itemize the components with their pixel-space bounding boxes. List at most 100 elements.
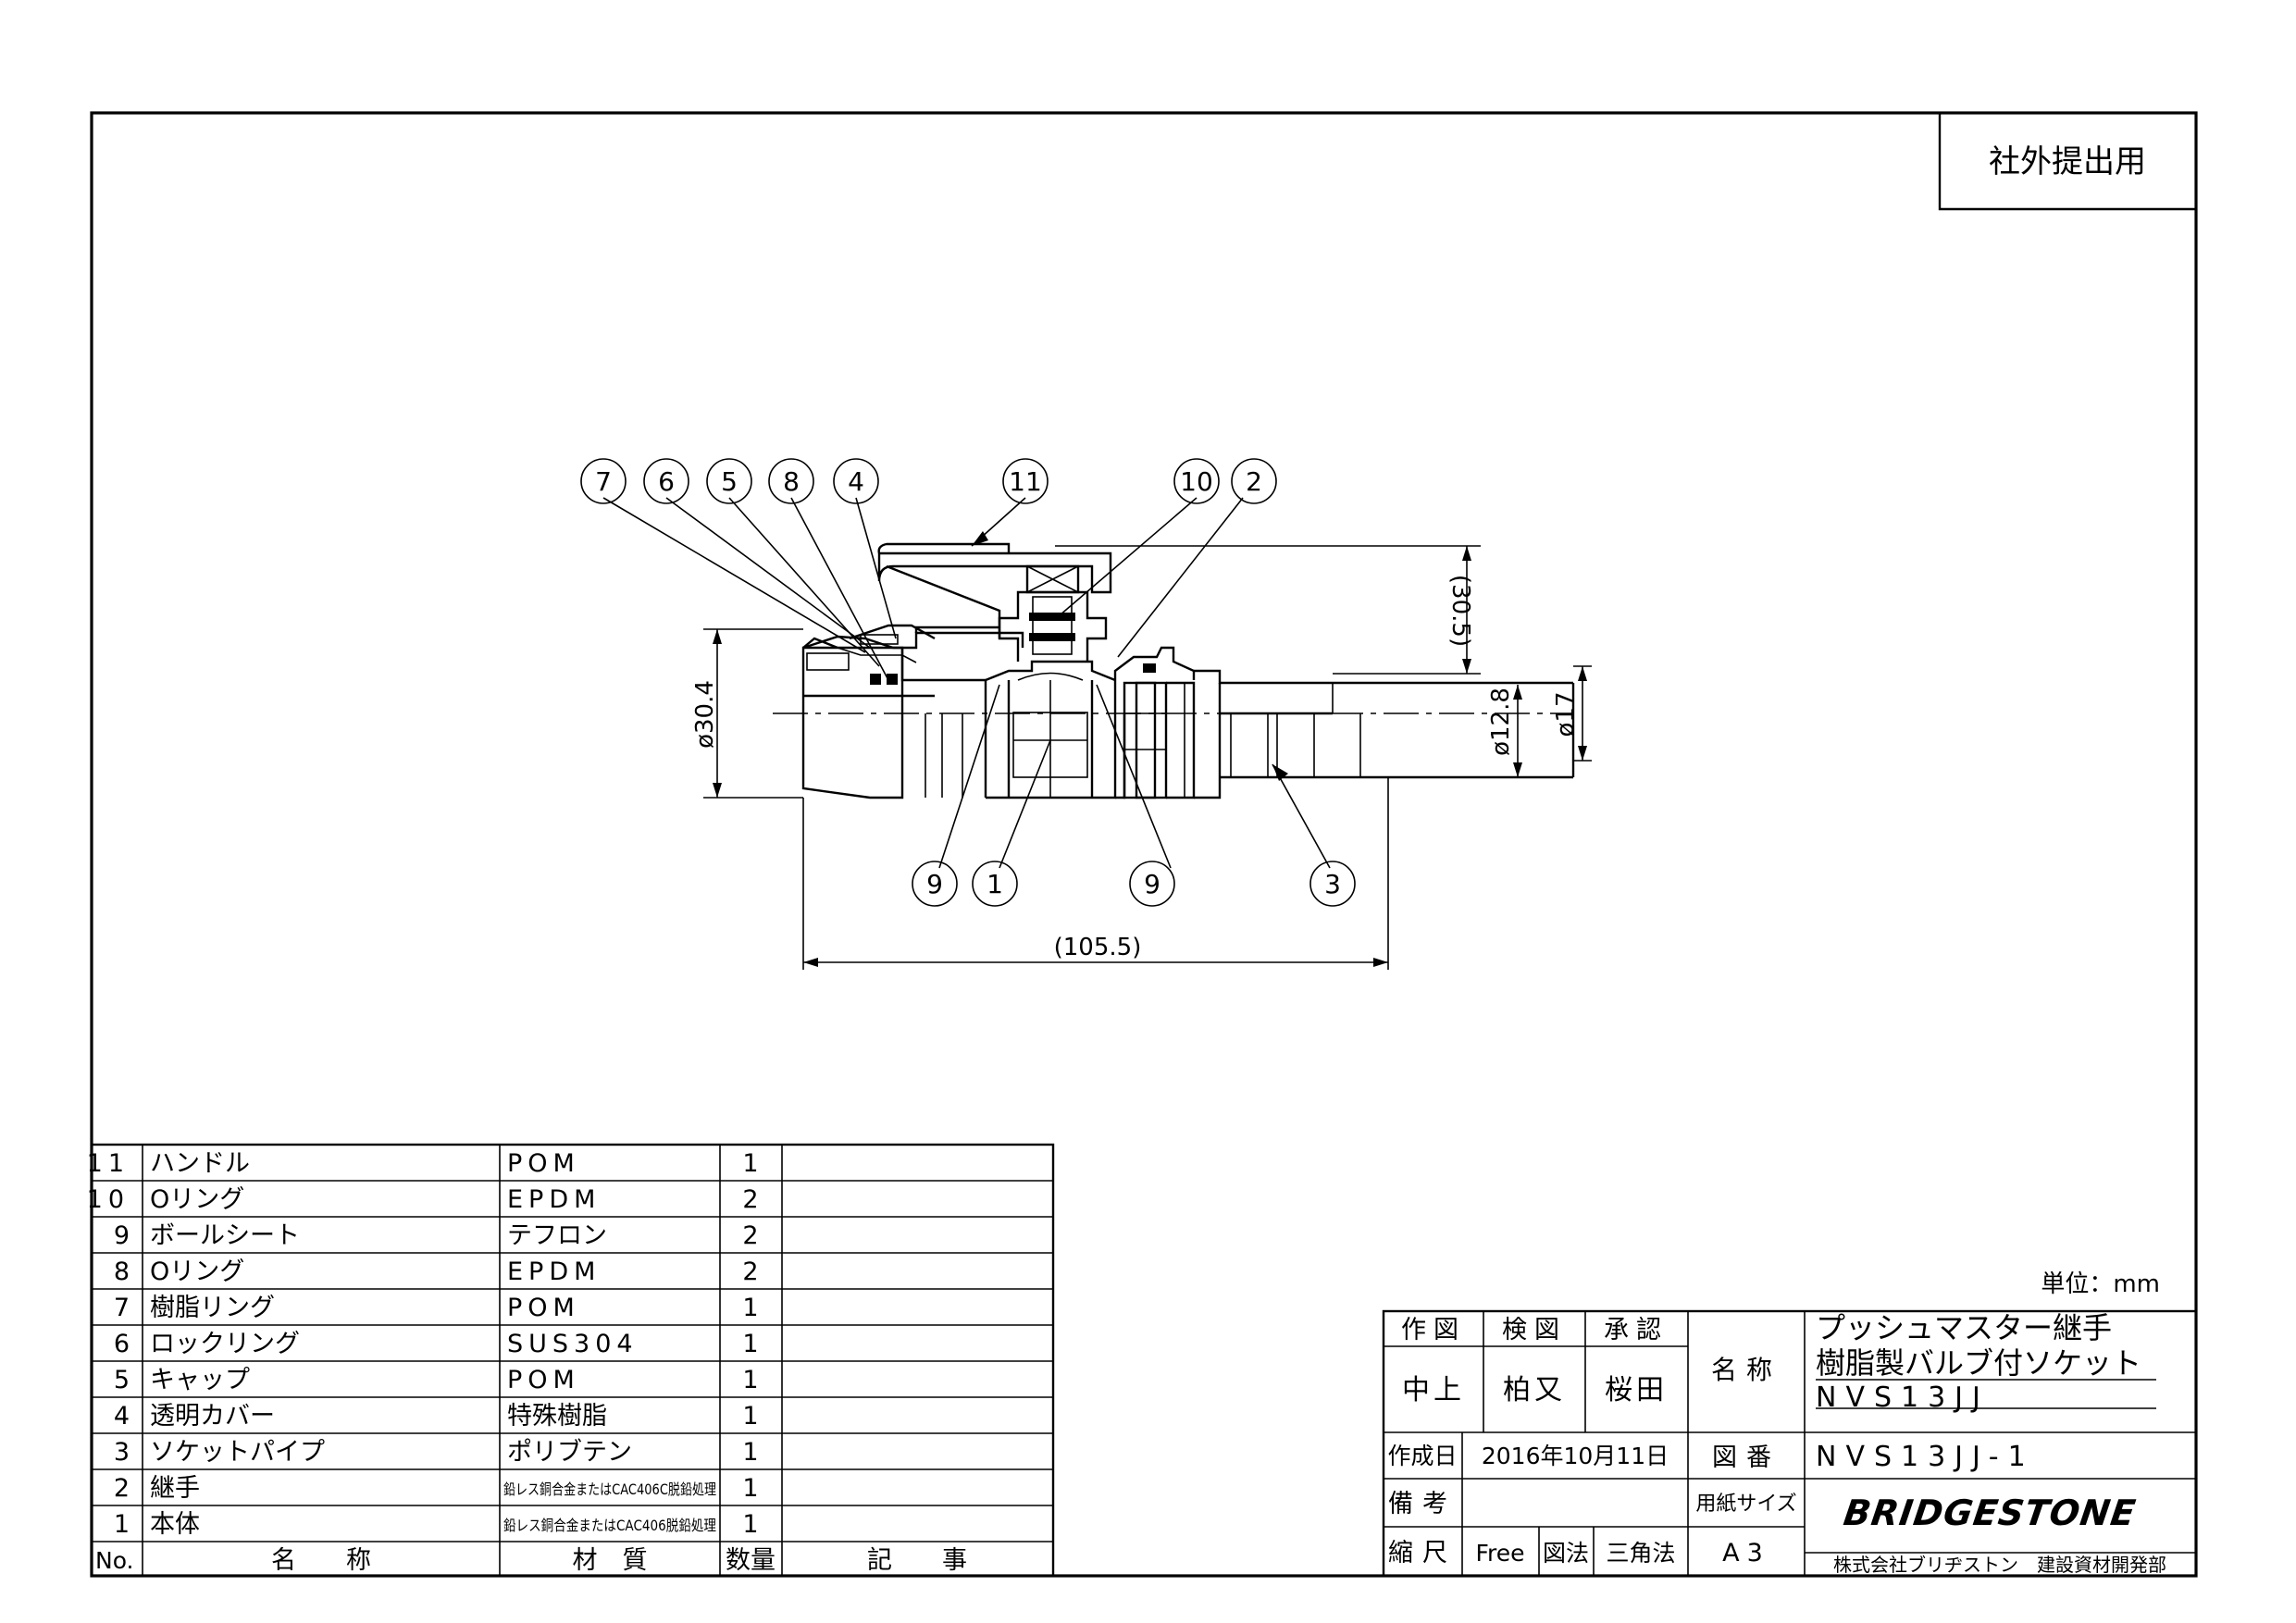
balloon: 3: [1309, 861, 1356, 907]
stamp-text: 社外提出用: [1989, 143, 2146, 180]
svg-text:EPDM: EPDM: [507, 1258, 601, 1286]
approved-stamp: 桜田: [1605, 1374, 1668, 1406]
approved-label: 承認: [1604, 1316, 1669, 1344]
svg-text:1: 1: [742, 1402, 758, 1431]
projection-label: 図法: [1543, 1540, 1589, 1567]
svg-text:1: 1: [742, 1438, 758, 1467]
projection-value: 三角法: [1606, 1540, 1675, 1567]
svg-text:4: 4: [848, 466, 864, 497]
svg-text:No.: No.: [95, 1547, 134, 1574]
dim-dia-12-8: ø12.8: [1487, 688, 1515, 756]
svg-text:11: 11: [87, 1149, 130, 1178]
svg-text:9: 9: [926, 869, 943, 899]
title-line1: プッシュマスター継手: [1816, 1310, 2112, 1345]
leader-lines: [602, 497, 1331, 869]
external-submission-stamp: 社外提出用: [1938, 113, 2196, 211]
table-row: 8 Oリング EPDM 2: [114, 1258, 759, 1286]
svg-text:5: 5: [721, 466, 738, 497]
checked-stamp: 柏又: [1503, 1374, 1566, 1406]
svg-text:2: 2: [742, 1185, 758, 1214]
svg-text:3: 3: [114, 1438, 130, 1467]
dim-dia-30-4: ø30.4: [691, 680, 719, 749]
svg-text:1: 1: [742, 1510, 758, 1539]
drawing-frame: [90, 111, 2198, 1578]
dim-dia-17: ø17: [1552, 692, 1580, 737]
svg-text:SUS304: SUS304: [507, 1330, 639, 1358]
svg-text:10: 10: [1180, 466, 1213, 497]
balloon: 4: [833, 458, 879, 504]
balloon: 7: [580, 458, 627, 504]
table-row: 9 ボールシート テフロン 2: [114, 1221, 759, 1250]
svg-text:ソケットパイプ: ソケットパイプ: [150, 1438, 325, 1467]
svg-text:本体: 本体: [150, 1510, 200, 1539]
svg-text:2: 2: [1246, 466, 1262, 497]
balloon: 1: [972, 861, 1018, 907]
unit-label: 単位：mm: [2041, 1270, 2160, 1298]
svg-text:1: 1: [742, 1330, 758, 1358]
balloon: 9: [912, 861, 958, 907]
svg-text:Oリング: Oリング: [150, 1185, 244, 1214]
svg-text:ロックリング: ロックリング: [150, 1330, 300, 1358]
svg-text:1: 1: [742, 1149, 758, 1178]
part-balloons: 7 6 5 8 4 11 10 2 9 1 9 3: [580, 458, 1356, 907]
svg-text:2: 2: [742, 1221, 758, 1250]
drawing-no-label: 図番: [1712, 1443, 1781, 1472]
svg-text:数量: 数量: [726, 1546, 776, 1575]
svg-text:透明カバー: 透明カバー: [150, 1402, 275, 1431]
svg-text:特殊樹脂: 特殊樹脂: [507, 1402, 607, 1431]
table-row: 7 樹脂リング POM 1: [114, 1294, 759, 1322]
scale-label: 縮尺: [1388, 1539, 1457, 1567]
svg-text:Oリング: Oリング: [150, 1258, 244, 1286]
paper-size-value: A3: [1722, 1539, 1770, 1567]
svg-text:6: 6: [658, 466, 675, 497]
remarks-label: 備考: [1388, 1490, 1457, 1518]
svg-text:POM: POM: [507, 1149, 580, 1178]
balloon: 9: [1129, 861, 1175, 907]
svg-text:4: 4: [114, 1402, 130, 1431]
svg-text:継手: 継手: [150, 1474, 200, 1503]
table-header: No. 名 称 材 質 数量 記 事: [95, 1546, 967, 1575]
svg-text:EPDM: EPDM: [507, 1185, 601, 1214]
svg-text:POM: POM: [507, 1366, 580, 1394]
svg-text:6: 6: [114, 1330, 130, 1358]
table-row: 10 Oリング EPDM 2: [87, 1185, 759, 1214]
paper-size-label: 用紙サイズ: [1695, 1493, 1796, 1516]
svg-text:1: 1: [742, 1474, 758, 1503]
balloon: 10: [1173, 458, 1220, 504]
svg-text:材 質: 材 質: [573, 1546, 648, 1575]
scale-value: Free: [1475, 1540, 1524, 1567]
table-row: 11 ハンドル POM 1: [87, 1149, 759, 1178]
title-line3: NVS13JJ: [1816, 1381, 1990, 1414]
table-row: 2 継手 鉛レス銅合金またはCAC406C脱鉛処理 1: [114, 1474, 759, 1503]
drawing-no: NVS13JJ-1: [1816, 1441, 2035, 1473]
svg-text:テフロン: テフロン: [507, 1221, 607, 1250]
balloon: 5: [706, 458, 752, 504]
svg-text:7: 7: [595, 466, 612, 497]
svg-text:キャップ: キャップ: [150, 1366, 250, 1394]
balloon: 2: [1231, 458, 1277, 504]
svg-text:2: 2: [114, 1474, 130, 1503]
svg-text:10: 10: [87, 1185, 130, 1214]
table-row: 5 キャップ POM 1: [114, 1366, 759, 1394]
svg-text:ポリブテン: ポリブテン: [507, 1438, 632, 1467]
svg-text:鉛レス銅合金またはCAC406C脱鉛処理: 鉛レス銅合金またはCAC406C脱鉛処理: [503, 1481, 716, 1498]
table-row: 4 透明カバー 特殊樹脂 1: [114, 1402, 759, 1431]
svg-text:7: 7: [114, 1294, 130, 1322]
table-row: 6 ロックリング SUS304 1: [114, 1330, 759, 1358]
svg-text:POM: POM: [507, 1294, 580, 1322]
dimension-lines: [703, 545, 1592, 970]
svg-text:2: 2: [742, 1258, 758, 1286]
svg-text:樹脂リング: 樹脂リング: [150, 1294, 275, 1322]
drawn-label: 作図: [1401, 1316, 1466, 1344]
svg-text:鉛レス銅合金またはCAC406脱鉛処理: 鉛レス銅合金またはCAC406脱鉛処理: [503, 1517, 716, 1534]
svg-text:1: 1: [742, 1294, 758, 1322]
name-label: 名称: [1711, 1355, 1781, 1385]
svg-text:記 事: 記 事: [867, 1546, 967, 1575]
table-row: 1 本体 鉛レス銅合金またはCAC406脱鉛処理 1: [114, 1510, 759, 1539]
table-row: 3 ソケットパイプ ポリブテン 1: [114, 1438, 759, 1467]
svg-text:ボールシート: ボールシート: [150, 1221, 300, 1250]
checked-label: 検図: [1502, 1316, 1567, 1344]
svg-text:11: 11: [1009, 466, 1042, 497]
drawn-stamp: 中上: [1402, 1374, 1465, 1406]
